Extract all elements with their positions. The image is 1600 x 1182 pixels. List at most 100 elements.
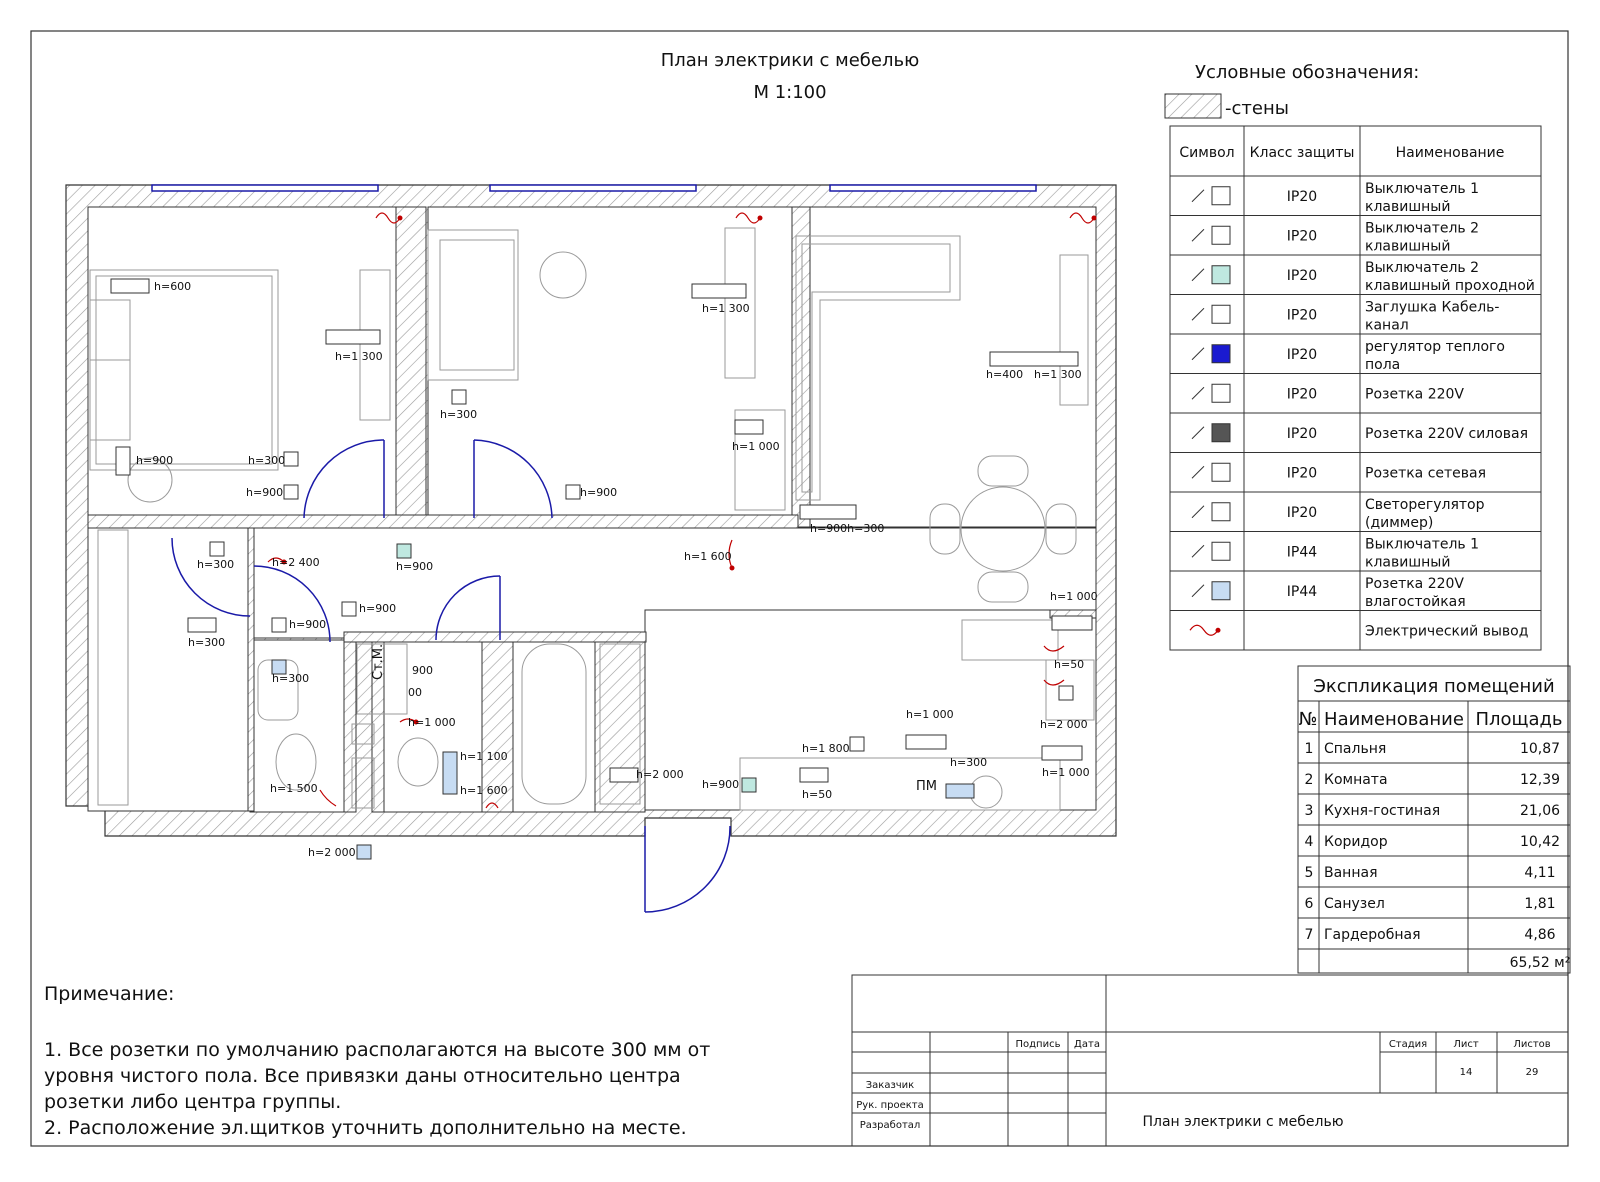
explication-title: Экспликация помещений [1313, 676, 1554, 697]
svg-text:1. Все розетки по умолчанию ра: 1. Все розетки по умолчанию располагаютс… [44, 1039, 710, 1061]
legend-protection: IP20 [1287, 228, 1317, 244]
svg-text:Площадь: Площадь [1475, 709, 1562, 730]
legend-protection: IP20 [1287, 505, 1317, 521]
legend-name: регулятор теплого [1365, 339, 1505, 355]
svg-text:h=300: h=300 [440, 408, 477, 421]
waterproof-socket-icon [1191, 581, 1231, 601]
room-kitchen-top [793, 206, 1097, 528]
svg-text:розетки либо центра группы.: розетки либо центра группы. [44, 1091, 341, 1113]
notes: Примечание: 1. Все розетки по умолчанию … [44, 983, 710, 1139]
svg-text:h=2 000: h=2 000 [1040, 718, 1088, 731]
legend-name: Выключатель 1 [1365, 536, 1479, 552]
pass-through-switch-icon [1191, 265, 1231, 285]
legend-protection: IP44 [1287, 544, 1317, 560]
switch-ip44-icon [1191, 541, 1231, 561]
svg-text:h=1 600: h=1 600 [460, 784, 508, 797]
legend-name-2: (диммер) [1365, 515, 1433, 531]
walls-swatch [1164, 93, 1222, 119]
svg-text:h=1 300: h=1 300 [1034, 368, 1082, 381]
svg-text:Стадия: Стадия [1389, 1039, 1427, 1050]
legend-protection: IP44 [1287, 584, 1317, 600]
legend-name-2: клавишный [1365, 238, 1450, 254]
svg-text:h=900: h=900 [289, 618, 326, 631]
room-name: Ванная [1324, 865, 1378, 881]
room-name: Коридор [1324, 834, 1388, 850]
legend-name-2: канал [1365, 317, 1409, 333]
legend-name-2: влагостойкая [1365, 594, 1466, 610]
legend-name: Розетка 220V силовая [1365, 426, 1528, 442]
room-living [427, 206, 793, 523]
legend-name: Выключатель 2 [1365, 260, 1479, 276]
electrical-outlet-wire-icon [1189, 624, 1221, 636]
svg-text:h=900: h=900 [580, 486, 617, 499]
svg-text:h=1 000: h=1 000 [408, 716, 456, 729]
legend-protection: IP20 [1287, 465, 1317, 481]
svg-text:Наименование: Наименование [1396, 145, 1505, 161]
legend-name-2: клавишный проходной [1365, 278, 1535, 294]
plan-height-labels: h=600 h=1 300 h=1 300 h=1 300 h=400 h=30… [136, 280, 1098, 859]
svg-text:29: 29 [1526, 1067, 1539, 1078]
room-number: 5 [1305, 865, 1314, 881]
room-number: 7 [1305, 927, 1314, 943]
sheet-frame [30, 30, 1569, 1147]
drawing-title: План электрики с мебелью [661, 50, 920, 71]
svg-text:h=300: h=300 [188, 636, 225, 649]
svg-text:Символ: Символ [1179, 145, 1234, 161]
legend-protection: IP20 [1287, 426, 1317, 442]
room-area: 4,86 [1524, 927, 1555, 943]
room-kitchen [644, 609, 1097, 811]
svg-text:h=1 800: h=1 800 [802, 742, 850, 755]
legend-title: Условные обозначения: [1195, 62, 1419, 83]
svg-text:h=300: h=300 [950, 756, 987, 769]
svg-text:h=900h=300: h=900h=300 [810, 522, 884, 535]
room-number: 6 [1305, 896, 1314, 912]
legend-protection: IP20 [1287, 386, 1317, 402]
svg-text:h=50: h=50 [802, 788, 832, 801]
legend-name-2: клавишный [1365, 554, 1450, 570]
svg-text:h=900: h=900 [359, 602, 396, 615]
svg-text:h=1 000: h=1 000 [1050, 590, 1098, 603]
walls-label: -стены [1225, 98, 1289, 119]
svg-text:h=2 000: h=2 000 [636, 768, 684, 781]
svg-text:900: 900 [412, 664, 433, 677]
svg-text:Дата: Дата [1074, 1039, 1100, 1050]
room-number: 1 [1305, 741, 1314, 757]
legend-name-2: пола [1365, 357, 1400, 373]
room-area: 10,87 [1520, 741, 1560, 757]
legend: Условные обозначения: -стены Символ Клас… [1164, 62, 1542, 651]
room-name: Комната [1324, 772, 1388, 788]
svg-text:h=1 000: h=1 000 [732, 440, 780, 453]
network-socket-icon [1191, 462, 1231, 482]
svg-text:2. Расположение эл.щитков уточ: 2. Расположение эл.щитков уточнить допол… [44, 1117, 687, 1139]
floor-heating-regulator-icon [1191, 344, 1231, 364]
room-area: 1,81 [1524, 896, 1555, 912]
svg-text:Подпись: Подпись [1016, 1039, 1061, 1050]
room-bath-left [381, 639, 483, 813]
legend-name: Заглушка Кабель- [1365, 299, 1499, 315]
svg-text:уровня чистого пола. Все привя: уровня чистого пола. Все привязки даны о… [44, 1065, 681, 1087]
svg-text:00: 00 [408, 686, 422, 699]
svg-text:h=1 100: h=1 100 [460, 750, 508, 763]
svg-text:h=400: h=400 [986, 368, 1023, 381]
svg-text:h=900: h=900 [702, 778, 739, 791]
total-area: 65,52 м² [1510, 955, 1571, 971]
svg-text:h=50: h=50 [1054, 658, 1084, 671]
svg-text:Заказчик: Заказчик [866, 1080, 914, 1091]
svg-text:h=900: h=900 [396, 560, 433, 573]
room-wardrobe [87, 527, 249, 812]
dimmer-icon [1191, 502, 1231, 522]
title-block-text: Подпись Дата Заказчик Рук. проекта Разра… [856, 1039, 1551, 1131]
legend-name: Электрический вывод [1365, 623, 1528, 639]
room-number: 4 [1305, 834, 1314, 850]
switch-2-key-icon [1191, 225, 1231, 245]
room-area: 21,06 [1520, 803, 1560, 819]
svg-text:h=900: h=900 [246, 486, 283, 499]
svg-text:h=300: h=300 [272, 672, 309, 685]
legend-protection: IP20 [1287, 268, 1317, 284]
svg-text:h=900: h=900 [136, 454, 173, 467]
svg-text:Листов: Листов [1513, 1039, 1550, 1050]
legend-name: Выключатель 2 [1365, 220, 1479, 236]
svg-text:h=1 500: h=1 500 [270, 782, 318, 795]
svg-text:h=1 300: h=1 300 [335, 350, 383, 363]
